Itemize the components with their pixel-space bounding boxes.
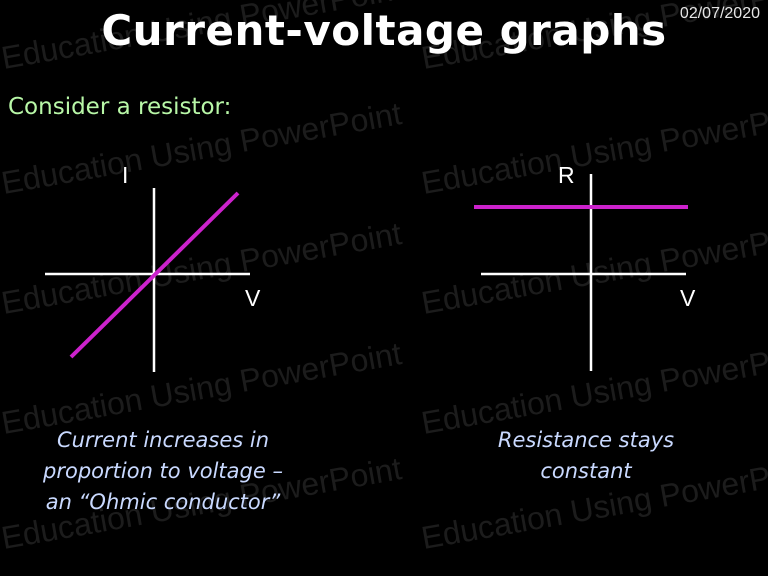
caption-line: Current increases in xyxy=(56,428,270,452)
caption-line: constant xyxy=(540,459,632,483)
caption-line: an “Ohmic conductor” xyxy=(45,490,281,514)
right-y-axis-label: R xyxy=(558,162,575,188)
left-graph-caption: Current increases in proportion to volta… xyxy=(8,425,318,518)
right-x-axis-label: V xyxy=(680,285,696,311)
resistance-voltage-graph xyxy=(474,174,688,371)
right-graph-caption: Resistance stays constant xyxy=(452,425,720,487)
slide-subtitle: Consider a resistor: xyxy=(8,94,232,120)
current-voltage-graph xyxy=(45,188,250,372)
slide-title: Current-voltage graphs xyxy=(101,6,667,55)
slide-date: 02/07/2020 xyxy=(679,5,760,22)
ohmic-line xyxy=(69,191,240,359)
caption-line: Resistance stays xyxy=(497,428,675,452)
left-y-axis-label: I xyxy=(122,162,129,188)
left-x-axis-label: V xyxy=(245,285,261,311)
caption-line: proportion to voltage – xyxy=(43,459,283,483)
